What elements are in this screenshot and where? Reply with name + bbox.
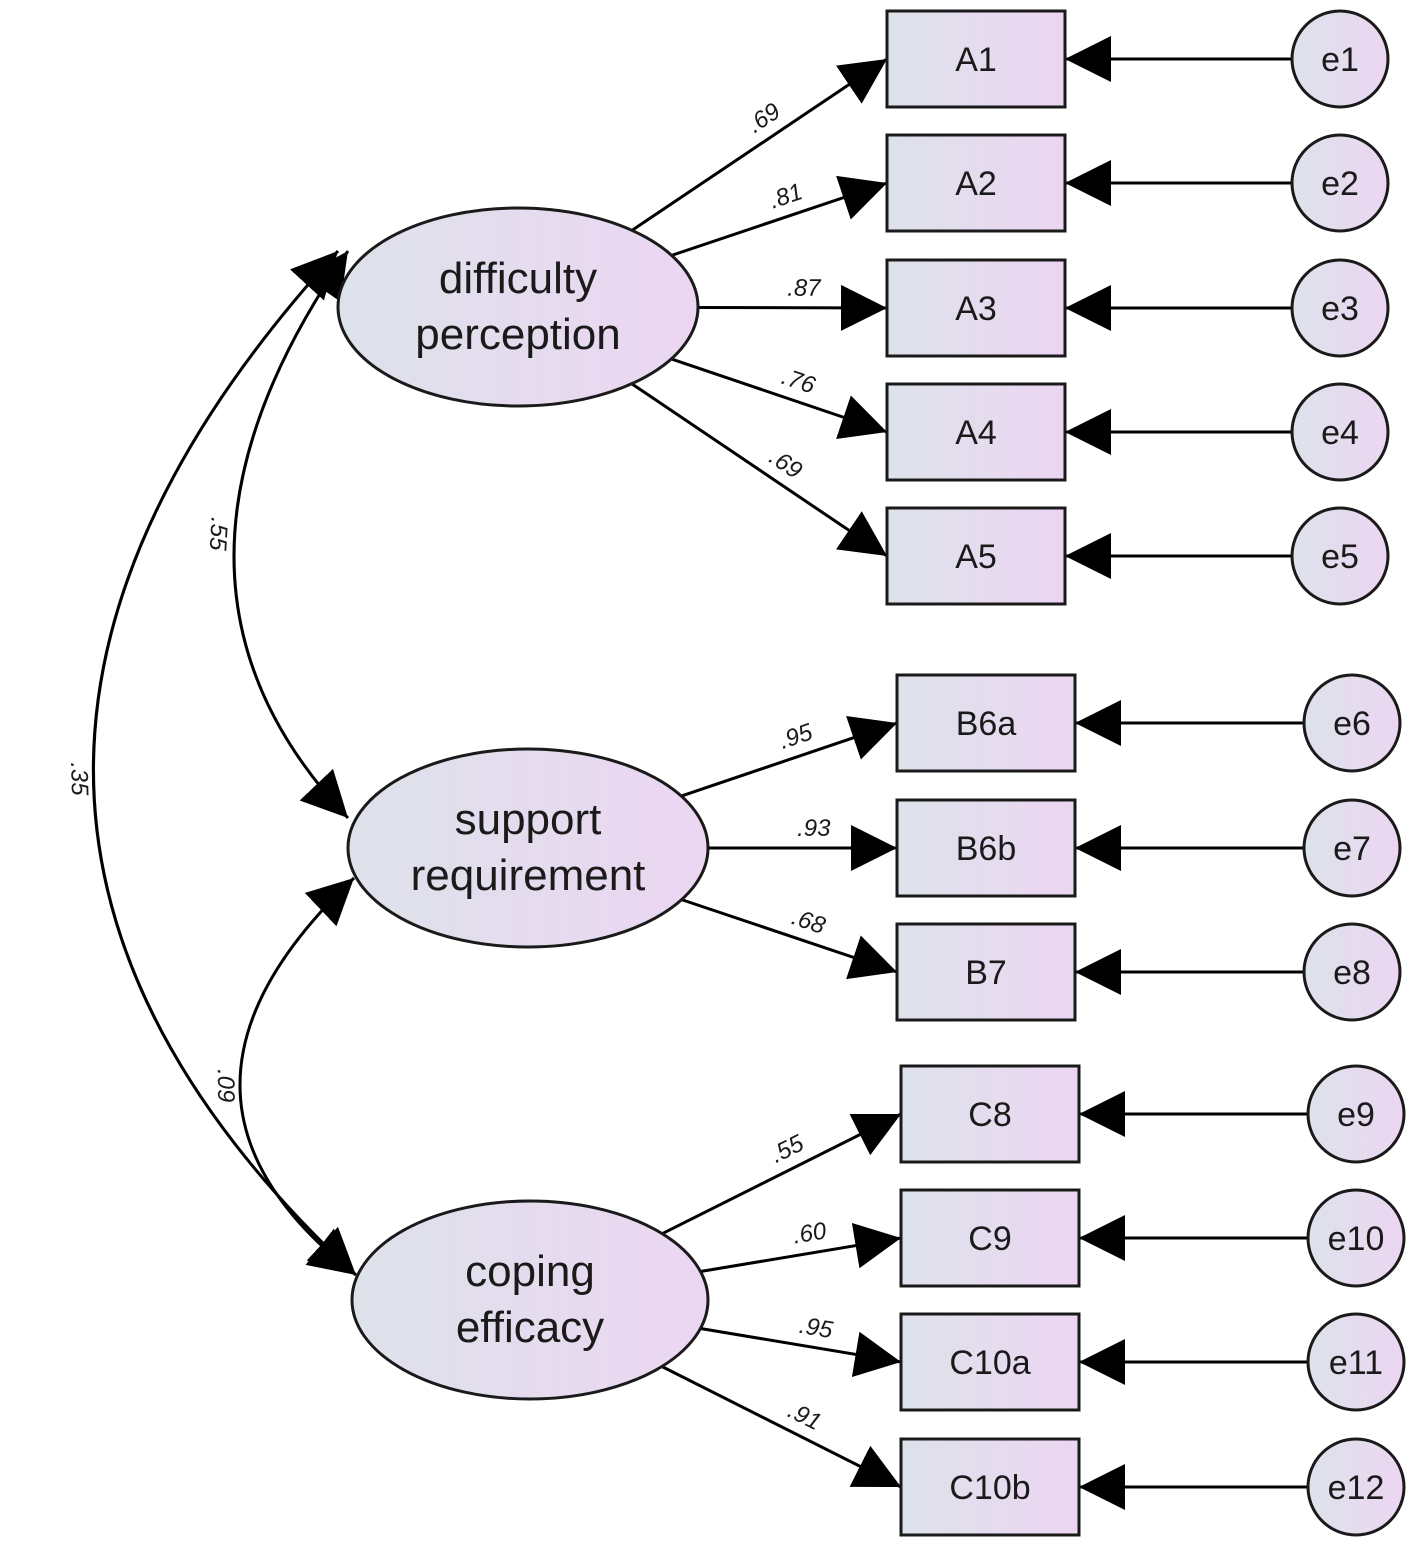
item-b6a-label: B6a: [956, 705, 1017, 743]
error-e8-circle: [1302, 922, 1402, 1022]
loading-arrow-c8: [661, 1112, 902, 1236]
error-e3-label: e3: [1321, 290, 1359, 328]
loading-value-c10a: .95: [797, 1312, 835, 1344]
loading-arrow-a5: [630, 382, 888, 558]
error-e7-label: e7: [1333, 830, 1371, 868]
error-e2-circle: [1290, 133, 1390, 233]
item-c8-label: C8: [968, 1096, 1011, 1134]
error-e11-label: e11: [1329, 1344, 1383, 1382]
error-e12-label: e12: [1328, 1469, 1385, 1507]
loading-arrow-a1: [631, 57, 888, 232]
correlation-arc-3: [91, 249, 358, 1277]
error-e4-circle: [1290, 382, 1390, 482]
nodes-layer: difficulty perception support requirement co…: [336, 9, 1406, 1537]
loading-value-a2: .81: [766, 178, 806, 214]
loading-arrow-c9: [700, 1222, 902, 1273]
correlation-value-1: .55: [204, 516, 233, 551]
error-e4-label: e4: [1321, 414, 1359, 452]
item-c9-label: C9: [968, 1220, 1011, 1258]
error-e10-circle: [1306, 1188, 1406, 1288]
item-a1-box: [885, 9, 1067, 109]
loading-arrow-c10a: [700, 1327, 902, 1378]
item-b7-box: [895, 922, 1077, 1022]
error-e8-label: e8: [1333, 954, 1371, 992]
latent-difficulty-label-2: perception: [415, 310, 620, 359]
error-e3-circle: [1290, 258, 1390, 358]
error-e6-label: e6: [1333, 705, 1371, 743]
latent-support-label-2: requirement: [411, 851, 646, 900]
item-b7-label: B7: [965, 954, 1007, 992]
error-e2-label: e2: [1321, 165, 1359, 203]
item-a5-label: A5: [955, 538, 997, 576]
item-c8-box: [899, 1064, 1081, 1164]
item-c10b-box: [899, 1437, 1081, 1537]
error-e7-circle: [1302, 798, 1402, 898]
item-a4-label: A4: [955, 414, 997, 452]
loading-arrow-c10b: [661, 1365, 902, 1489]
loading-arrow-a4: [670, 357, 888, 440]
latent-support-label-1: support: [455, 795, 602, 844]
item-a3-box: [885, 258, 1067, 358]
correlation-arc-1: [232, 250, 350, 820]
loading-value-c9: .60: [791, 1217, 829, 1249]
latent-support-ellipse: [346, 747, 710, 949]
item-b6a-box: [895, 673, 1077, 773]
item-a3-label: A3: [955, 290, 997, 328]
loading-arrow-b7: [681, 898, 898, 980]
paths-layer: [91, 36, 1308, 1510]
item-c10a-label: C10a: [949, 1344, 1030, 1382]
error-e9-circle: [1306, 1064, 1406, 1164]
loading-value-b6a: .95: [776, 718, 817, 754]
item-c10a-box: [899, 1312, 1081, 1412]
error-e12-circle: [1306, 1437, 1406, 1537]
latent-coping-label-2: efficacy: [456, 1303, 604, 1352]
error-e10-label: e10: [1328, 1220, 1385, 1258]
item-b6b-label: B6b: [956, 830, 1017, 868]
item-b6b-box: [895, 798, 1077, 898]
error-e5-label: e5: [1321, 538, 1359, 576]
labels-layer: .69.81.87.76.69.95.93.68.55.60.95.91.55.…: [65, 98, 835, 1436]
item-a4-box: [885, 382, 1067, 482]
item-a5-box: [885, 506, 1067, 606]
correlation-value-3: .35: [65, 762, 93, 797]
item-a2-label: A2: [955, 165, 997, 203]
error-e11-circle: [1306, 1312, 1406, 1412]
item-a1-label: A1: [955, 41, 997, 79]
error-e5-circle: [1290, 506, 1390, 606]
latent-difficulty-ellipse: [336, 206, 700, 408]
error-e1-circle: [1290, 9, 1390, 109]
loading-arrow-a2: [671, 175, 888, 257]
item-c10b-label: C10b: [949, 1469, 1030, 1507]
correlation-value-2: .09: [212, 1069, 240, 1103]
loading-value-a4: .76: [778, 363, 819, 399]
loading-value-b6b: .93: [797, 815, 831, 842]
loading-arrow-b6a: [680, 715, 898, 798]
loading-value-b7: .68: [788, 904, 829, 940]
error-e6-circle: [1302, 673, 1402, 773]
loading-arrow-a3: [697, 284, 888, 331]
latent-coping-label-1: coping: [465, 1247, 595, 1296]
latent-difficulty-label-1: difficulty: [439, 254, 597, 303]
item-a2-box: [885, 133, 1067, 233]
item-c9-box: [899, 1188, 1081, 1288]
error-e9-label: e9: [1337, 1096, 1375, 1134]
latent-coping-ellipse: [350, 1199, 710, 1401]
error-e1-label: e1: [1321, 41, 1359, 79]
loading-value-a3: .87: [787, 275, 822, 302]
